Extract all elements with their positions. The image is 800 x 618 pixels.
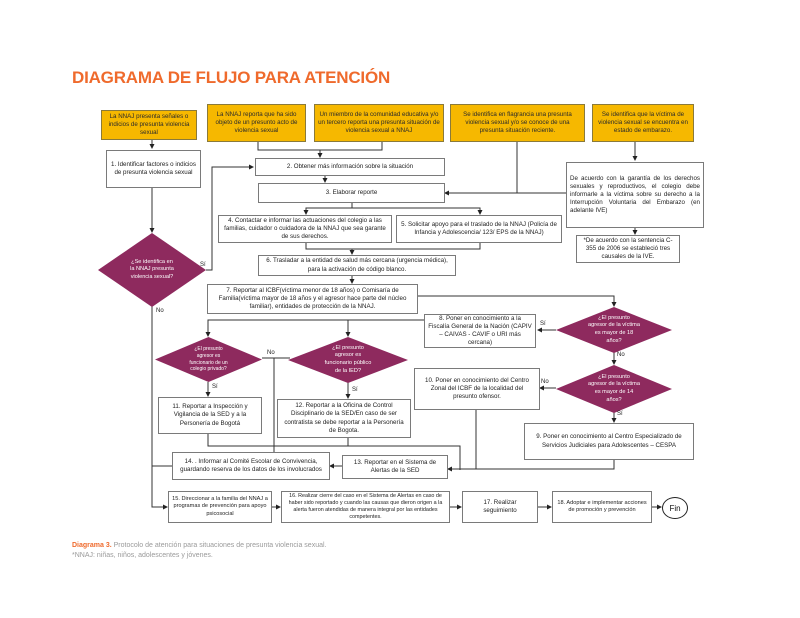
edge-s9-s13: [476, 460, 615, 470]
step-7: 7. Reportar al ICBF(víctima menor de 18 …: [207, 284, 418, 314]
step-13: 13. Reportar en el Sistema de Alertas de…: [342, 455, 448, 479]
decision-violence-identified: ¿Se identifica en la NNAJ presunta viole…: [98, 233, 206, 307]
step-17: 17. Realizar seguimiento: [462, 491, 538, 523]
decision-aggressor-over-14: ¿El presunto agresor de la víctima es ma…: [556, 365, 672, 413]
trigger-signs: La NNAJ presenta señales o indicios de p…: [101, 110, 197, 140]
edge-s4-merge: [305, 243, 481, 250]
caption-footnote: *NNAJ: niñas, niños, adolescentes y jóve…: [72, 552, 213, 560]
edge-d1-s2: [206, 164, 254, 271]
trigger-community-reports: Un miembro de la comunidad educativa y/o…: [314, 104, 444, 142]
step-5: 5. Solicitar apoyo para el traslado de l…: [396, 215, 562, 243]
caption-text: Protocolo de atención para situaciones d…: [111, 542, 327, 549]
label-d1-yes: Sí: [200, 262, 206, 268]
end-terminal: Fin: [662, 497, 688, 519]
step-9: 9. Poner en conocimiento al Centro Espec…: [524, 423, 694, 460]
edge-s3-s5: [352, 207, 483, 215]
label-d3-yes: Sí: [617, 411, 623, 417]
label-d3-no: No: [541, 379, 549, 385]
decision-aggressor-over-18-text: ¿El presunto agresor de la víctima es ma…: [588, 314, 640, 344]
step-15: 15. Direccionar a la familia del NNAJ a …: [168, 491, 272, 523]
step-8: 8. Poner en conocimiento a la Fiscalía G…: [424, 314, 536, 348]
step-4: 4. Contactar e informar las actuaciones …: [218, 215, 392, 243]
label-d1-no: No: [156, 308, 164, 314]
decision-violence-identified-text: ¿Se identifica en la NNAJ presunta viole…: [130, 258, 174, 280]
trigger-flagrancy: Se identifica en flagrancia una presunta…: [450, 104, 585, 142]
label-d2-yes: Sí: [540, 321, 546, 327]
step-6: 6. Trasladar a la entidad de salud más c…: [258, 255, 456, 276]
step-1: 1. Identificar factores o indicios de pr…: [106, 150, 201, 188]
step-11: 11. Reportar a Inspección y Vigilancia d…: [158, 397, 262, 434]
label-d4-no: No: [267, 350, 275, 356]
trigger-pregnancy: Se identifica que la víctima de violenci…: [592, 104, 694, 142]
decision-private-school-staff: ¿El presunto agresor es funcionario de u…: [155, 337, 262, 382]
step-14: 14. . Informar al Comité Escolar de Conv…: [172, 452, 330, 480]
edge-d1-s15: [151, 306, 168, 510]
diagram-title: DIAGRAMA DE FLUJO PARA ATENCIÓN: [72, 68, 391, 87]
edge-s3-split: [303, 203, 353, 215]
ive-note: *De acuerdo con la sentencia C-355 de 20…: [576, 235, 680, 263]
edge-s11-merge: [207, 434, 461, 470]
figure-caption: Diagrama 3. Protocolo de atención para s…: [72, 541, 327, 561]
decision-public-school-staff: ¿El presunto agresor es funcionario públ…: [288, 337, 408, 383]
step-18: 18. Adoptar e implementar acciones de pr…: [552, 491, 652, 523]
label-d4-yes: Sí: [212, 384, 218, 390]
edge-t2-s2: [257, 142, 383, 151]
decision-aggressor-over-14-text: ¿El presunto agresor de la víctima es ma…: [588, 373, 640, 403]
ive-info: De acuerdo con la garantía de los derech…: [566, 162, 704, 228]
step-16: 16. Realizar cierre del caso en el Siste…: [281, 491, 450, 523]
label-d5-yes: Sí: [352, 387, 358, 393]
decision-public-school-staff-text: ¿El presunto agresor es funcionario públ…: [324, 344, 372, 374]
label-d2-no: No: [617, 352, 625, 358]
edge-s7-d2: [418, 295, 617, 307]
edge-s8-d45: [205, 319, 424, 337]
decision-aggressor-over-18: ¿El presunto agresor de la víctima es ma…: [556, 307, 672, 353]
decision-private-school-staff-text: ¿El presunto agresor es funcionario de u…: [189, 346, 228, 373]
trigger-nnaj-reports: La NNAJ reporta que ha sido objeto de un…: [207, 104, 306, 142]
edge-t4-s3: [444, 140, 518, 196]
edge-s10-s13: [447, 410, 477, 472]
step-3: 3. Elaborar reporte: [258, 183, 445, 203]
step-12: 12. Reportar a la Oficina de Control Dis…: [277, 399, 411, 438]
caption-label: Diagrama 3.: [72, 542, 112, 549]
step-10: 10. Poner en conocimiento del Centro Zon…: [414, 368, 540, 410]
step-2: 2. Obtener más información sobre la situ…: [255, 158, 445, 176]
